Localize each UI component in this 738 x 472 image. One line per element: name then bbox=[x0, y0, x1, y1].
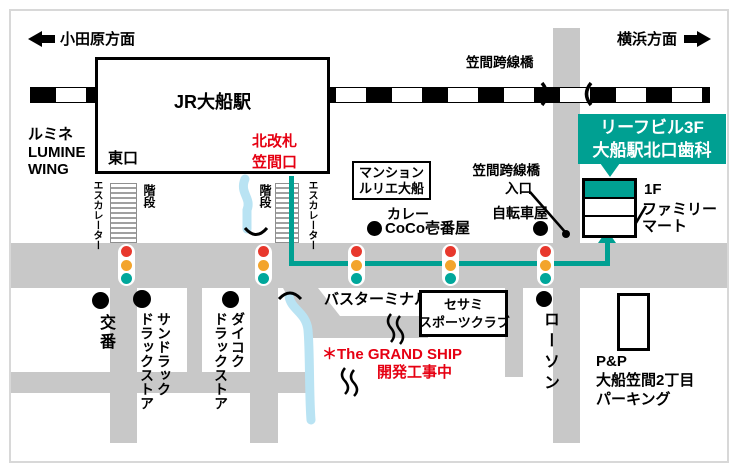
signal-teal bbox=[540, 272, 551, 284]
construction-squiggle bbox=[349, 369, 359, 397]
east-arrow-bar bbox=[684, 35, 698, 43]
walkway-stream-lower bbox=[284, 291, 316, 425]
sesame-box bbox=[419, 290, 508, 337]
direction-east-label: 横浜方面 bbox=[617, 31, 678, 48]
signal-red bbox=[121, 246, 132, 258]
direction-west-label: 小田原方面 bbox=[60, 31, 136, 48]
clinic-callout-pointer-icon bbox=[600, 163, 620, 177]
west-arrow-icon bbox=[28, 31, 42, 47]
signal-amber bbox=[351, 259, 362, 271]
walkway-stream-upper bbox=[238, 174, 253, 234]
stairs-label-right: 階段 bbox=[258, 184, 272, 208]
overpass-label: 笠間跨線橋 bbox=[466, 55, 534, 70]
building-floor-3f bbox=[585, 181, 634, 199]
signal-teal bbox=[258, 272, 269, 284]
sesame-label: セサミ スポーツクラブ bbox=[419, 297, 510, 330]
daikoku-label: ダイコク ドラックストア bbox=[213, 312, 246, 410]
side-road-1 bbox=[110, 288, 137, 443]
clinic-building-icon bbox=[582, 178, 637, 238]
koban-label: 交番 bbox=[97, 314, 114, 352]
side-road-2 bbox=[187, 288, 202, 393]
route-line-vertical bbox=[289, 176, 294, 266]
grandship-label-line1: ＊The GRAND SHIP bbox=[322, 346, 463, 363]
signal-amber bbox=[540, 259, 551, 271]
side-road-3 bbox=[250, 288, 278, 443]
map-frame bbox=[9, 9, 729, 463]
sundrug-label: サンドラック ドラックストア bbox=[139, 312, 172, 410]
signal-amber bbox=[258, 259, 269, 271]
escalator-label-left: エスカレーター bbox=[91, 180, 102, 250]
bicycle-shop-dot bbox=[533, 221, 548, 236]
lawson-label: ローソン bbox=[541, 311, 558, 395]
escalator-label-right: エスカレーター bbox=[306, 180, 317, 250]
signal-red bbox=[258, 246, 269, 258]
bridge-bracket-left bbox=[540, 81, 549, 107]
entrance-pointer-line bbox=[529, 191, 567, 234]
signal-teal bbox=[121, 272, 132, 284]
traffic-light bbox=[118, 244, 135, 286]
parking-lot-icon bbox=[617, 293, 650, 351]
west-arrow-bar bbox=[41, 35, 55, 43]
grandship-label-line2: 開発工事中 bbox=[377, 364, 453, 381]
traffic-light bbox=[537, 244, 554, 286]
lawson-dot bbox=[536, 291, 552, 307]
overpass-entrance-label: 笠間跨線橋 入口 bbox=[472, 163, 541, 196]
curry-label-line2: CoCo壱番屋 bbox=[385, 220, 470, 237]
east-exit-label: 東口 bbox=[108, 150, 139, 167]
mansion-label: マンション ルリエ大船 bbox=[358, 165, 424, 196]
stairs-label-left: 階段 bbox=[142, 184, 156, 208]
traffic-light bbox=[348, 244, 365, 286]
construction-squiggle bbox=[395, 315, 405, 345]
tunnel-mark-upper bbox=[243, 226, 269, 236]
signal-amber bbox=[121, 259, 132, 271]
stairs-band-right bbox=[275, 183, 299, 243]
signal-teal bbox=[445, 272, 456, 284]
bus-loop-road bbox=[505, 288, 523, 377]
lumine-wing-label: ルミネ LUMINE WING bbox=[28, 126, 86, 178]
building-floor-2f bbox=[585, 199, 634, 217]
stairs-band-left bbox=[110, 183, 137, 243]
mansion-box bbox=[352, 161, 431, 200]
construction-squiggle bbox=[386, 313, 396, 343]
signal-teal bbox=[351, 272, 362, 284]
signal-red bbox=[445, 246, 456, 258]
parking-label: P&P 大船笠間2丁目 パーキング bbox=[596, 353, 695, 408]
station-box bbox=[95, 57, 330, 174]
building-floor-1f bbox=[585, 217, 634, 233]
signal-red bbox=[351, 246, 362, 258]
sundrug-dot bbox=[133, 290, 151, 308]
bicycle-shop-label: 自転車屋 bbox=[492, 205, 548, 221]
signal-red bbox=[540, 246, 551, 258]
clinic-callout: リーフビル3F 大船駅北口歯科 bbox=[578, 114, 726, 164]
route-line-up bbox=[605, 243, 610, 263]
construction-squiggle bbox=[340, 367, 350, 395]
entrance-pointer-dot bbox=[562, 230, 570, 238]
bus-terminal-road bbox=[283, 288, 428, 338]
bridge-bracket-right bbox=[584, 81, 593, 107]
familymart-label: ファミリー マート bbox=[642, 201, 718, 235]
station-name: JR大船駅 bbox=[173, 92, 251, 112]
koban-dot bbox=[92, 292, 109, 309]
curry-label-line1: カレー bbox=[387, 206, 429, 222]
traffic-light bbox=[255, 244, 272, 286]
cross-road bbox=[11, 372, 306, 393]
signal-amber bbox=[445, 259, 456, 271]
east-arrow-icon bbox=[697, 31, 711, 47]
traffic-light bbox=[442, 244, 459, 286]
daikoku-dot bbox=[222, 291, 239, 308]
north-gate-label: 北改札 笠間口 bbox=[252, 133, 298, 171]
floor-1f-label: 1F bbox=[644, 181, 662, 198]
tunnel-mark-lower bbox=[277, 291, 303, 301]
bus-terminal-label: バスターミナル bbox=[324, 291, 430, 308]
curry-dot bbox=[367, 221, 382, 236]
